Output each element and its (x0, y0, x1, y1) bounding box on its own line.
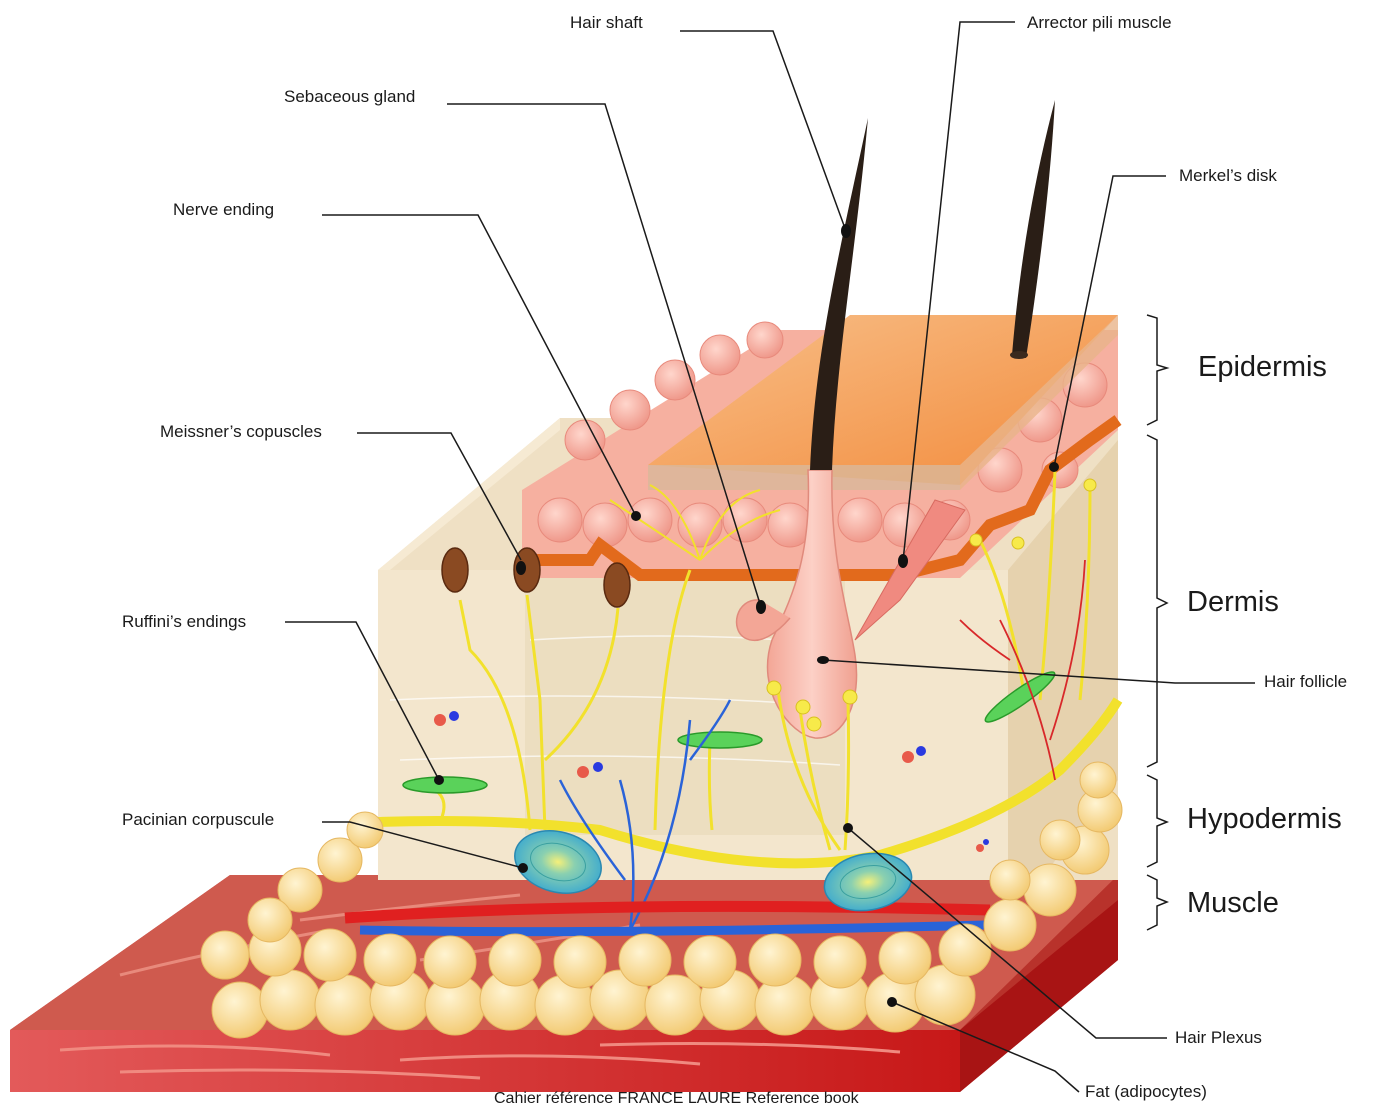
layer-label-muscle: Muscle (1187, 886, 1279, 920)
label-sebaceous-gland: Sebaceous gland (284, 87, 415, 107)
label-nerve-ending: Nerve ending (173, 200, 274, 220)
footer-credit: Cahier référence FRANCE LAURE Reference … (494, 1090, 859, 1108)
label-meissners-corpuscles: Meissner’s copuscles (160, 422, 322, 442)
label-pacinian-corpuscle: Pacinian corpuscule (122, 810, 274, 830)
label-merkels-disk: Merkel’s disk (1179, 166, 1277, 186)
label-hair-plexus: Hair Plexus (1175, 1028, 1262, 1048)
label-ruffinis-endings: Ruffini’s endings (122, 612, 246, 632)
layer-label-dermis: Dermis (1187, 585, 1279, 619)
layer-label-hypodermis: Hypodermis (1187, 802, 1342, 836)
label-fat-adipocytes: Fat (adipocytes) (1085, 1082, 1207, 1102)
layer-label-epidermis: Epidermis (1198, 350, 1327, 384)
label-arrector-pili-muscle: Arrector pili muscle (1027, 13, 1172, 33)
label-hair-shaft: Hair shaft (570, 13, 643, 33)
label-hair-follicle: Hair follicle (1264, 672, 1347, 692)
